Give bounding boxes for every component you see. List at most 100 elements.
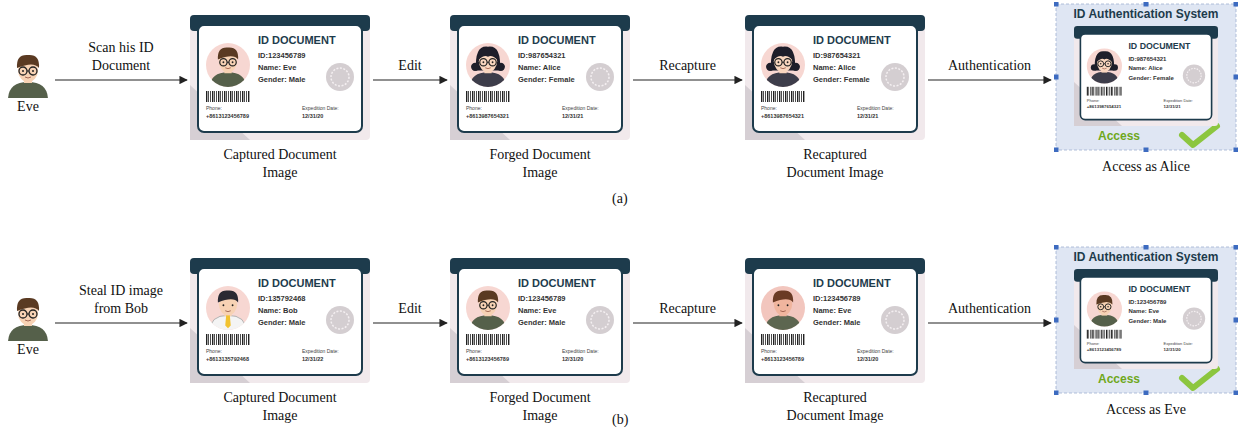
seal-ring xyxy=(591,311,609,329)
mouth xyxy=(780,67,786,69)
card-field: 12/31/22 xyxy=(302,356,323,362)
eye xyxy=(223,61,225,63)
card-field: 12/31/21 xyxy=(1164,104,1181,109)
card-field: Gender: Male xyxy=(1128,318,1166,325)
pigtail xyxy=(1091,64,1098,71)
id-document-card: ID DOCUMENTID:135792468Name: BobGender: … xyxy=(190,258,370,383)
person-avatar xyxy=(761,43,805,89)
eye xyxy=(1100,63,1101,64)
eye xyxy=(778,61,780,63)
eye xyxy=(32,313,34,315)
card-body xyxy=(450,15,630,140)
hair xyxy=(17,298,39,311)
corner-handle xyxy=(1144,245,1149,250)
pigtail xyxy=(471,63,479,71)
card-field: Phone: xyxy=(761,349,777,355)
panel-title: ID Authentication System xyxy=(1054,251,1238,265)
eye xyxy=(483,61,485,63)
glasses xyxy=(775,59,782,66)
id-document-card: ID DOCUMENTID:987654321Name: AliceGender… xyxy=(745,15,925,140)
barcode xyxy=(1087,87,1122,96)
flow-arrow xyxy=(633,79,742,80)
card-field: 12/31/21 xyxy=(562,113,583,119)
barcode xyxy=(1087,330,1122,339)
card-heading: ID DOCUMENT xyxy=(1128,41,1190,51)
shirt xyxy=(1090,315,1119,328)
card-field: Gender: Male xyxy=(258,76,306,85)
seal-ring xyxy=(1187,68,1201,82)
eye xyxy=(1107,306,1108,307)
flow-arrow xyxy=(55,79,187,80)
id-document-card: ID DOCUMENTID:123456789Name: EveGender: … xyxy=(745,258,925,383)
corner-handle xyxy=(1234,75,1239,80)
pigtail xyxy=(497,63,505,71)
card-field: Phone: xyxy=(206,106,222,112)
corner-handle xyxy=(1054,245,1059,250)
mouth xyxy=(1102,68,1106,70)
card-field: +8613123456789 xyxy=(466,356,509,362)
check-mark xyxy=(1182,369,1217,388)
card-field: 12/31/20 xyxy=(1164,347,1181,352)
card-field: +8613987654321 xyxy=(1087,104,1121,109)
edge-label: Edit xyxy=(398,300,421,318)
card-field: ID:123456789 xyxy=(1128,299,1166,306)
eye xyxy=(778,304,780,306)
barcode xyxy=(206,91,249,102)
card-body xyxy=(190,15,370,140)
image-caption: Recaptured Document Image xyxy=(775,146,895,181)
card-frame xyxy=(458,25,622,132)
card-heading: ID DOCUMENT xyxy=(518,277,596,290)
person-name: Eve xyxy=(4,98,52,116)
seal-ring xyxy=(591,68,609,86)
shirt xyxy=(8,325,48,341)
card-field: Phone: xyxy=(206,349,222,355)
edge-label: Authentication xyxy=(948,300,1031,318)
mouth xyxy=(780,310,786,312)
mouth xyxy=(225,67,231,69)
card-body xyxy=(1074,269,1218,369)
barcode xyxy=(761,334,804,345)
seal xyxy=(326,63,354,91)
card-frame xyxy=(458,268,622,375)
eye xyxy=(32,70,34,72)
glasses xyxy=(19,310,27,318)
glasses-bridge xyxy=(487,62,489,63)
glasses-bridge xyxy=(27,70,29,71)
person-avatar xyxy=(206,286,250,332)
card-field: Gender: Male xyxy=(813,319,861,328)
shirt xyxy=(8,82,48,98)
card-heading: ID DOCUMENT xyxy=(813,34,891,47)
person-avatar xyxy=(761,286,805,332)
person-icon xyxy=(4,48,52,98)
card-field: Expedition Date: xyxy=(562,106,599,112)
glasses xyxy=(784,59,791,66)
pigtail xyxy=(792,63,800,71)
card-field: Gender: Female xyxy=(813,76,870,85)
seal xyxy=(1183,64,1205,86)
subfigure-label: (b) xyxy=(612,412,628,428)
card-body xyxy=(1074,26,1218,126)
glasses-bridge xyxy=(227,62,229,63)
tie xyxy=(225,315,231,328)
access-status: Access xyxy=(1098,373,1140,387)
corner-handle xyxy=(1054,2,1059,7)
glasses-bridge xyxy=(1104,306,1105,307)
person-name: Eve xyxy=(4,341,52,359)
card-field: +8613987654321 xyxy=(466,113,509,119)
card-body xyxy=(745,258,925,383)
shirt xyxy=(765,315,802,332)
mouth xyxy=(485,310,491,312)
card-body xyxy=(450,258,630,383)
card-field: Expedition Date: xyxy=(562,349,599,355)
glasses xyxy=(489,59,496,66)
eye xyxy=(1100,306,1101,307)
glasses xyxy=(220,59,227,66)
mouth xyxy=(25,77,31,78)
card-field: ID:123456789 xyxy=(813,295,861,304)
seal-ring xyxy=(886,311,904,329)
eye xyxy=(483,304,485,306)
card-heading: ID DOCUMENT xyxy=(813,277,891,290)
flow-arrow xyxy=(55,322,187,323)
card-field: Phone: xyxy=(466,349,482,355)
seal xyxy=(881,63,909,91)
